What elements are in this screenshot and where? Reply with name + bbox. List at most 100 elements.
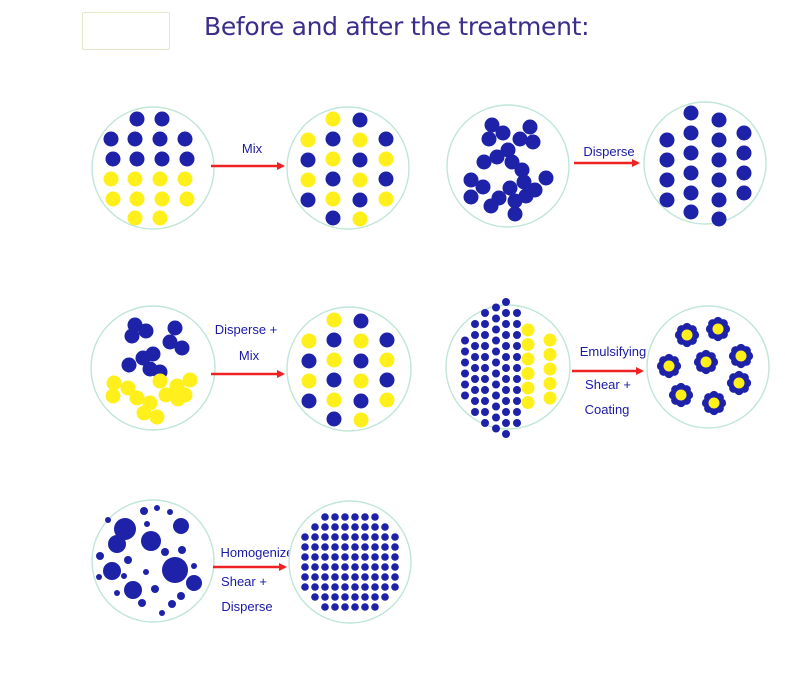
- blue-particle: [311, 573, 319, 581]
- blue-particle: [502, 397, 510, 405]
- dots-mix-before: [103, 111, 195, 226]
- blue-particle: [144, 521, 150, 527]
- blue-particle: [321, 513, 329, 521]
- label-mix-line-1: Mix: [242, 141, 263, 156]
- yellow-particle: [179, 191, 195, 207]
- blue-particle: [391, 583, 399, 591]
- blue-particle: [461, 358, 469, 367]
- blue-particle: [371, 513, 379, 521]
- blue-particle: [504, 154, 520, 170]
- blue-particle: [659, 172, 675, 188]
- blue-particle: [502, 320, 510, 328]
- blue-particle: [381, 573, 389, 581]
- blue-particle: [492, 413, 500, 422]
- blue-particle: [513, 364, 521, 372]
- blue-particle: [325, 210, 341, 226]
- blue-particle: [124, 328, 140, 344]
- blue-particle: [502, 298, 510, 306]
- blue-particle: [371, 553, 379, 561]
- blue-particle: [351, 583, 359, 591]
- blue-particle: [361, 543, 369, 551]
- blue-particle: [381, 533, 389, 541]
- blue-particle: [141, 531, 161, 551]
- yellow-particle: [326, 352, 342, 368]
- blue-particle: [516, 174, 532, 190]
- dots-disperse-mix-after: [301, 312, 395, 428]
- yellow-particle: [353, 333, 369, 349]
- after-circle-mix: [286, 106, 410, 230]
- blue-particle: [168, 600, 176, 608]
- blue-particle: [683, 185, 699, 201]
- yellow-particle: [158, 387, 174, 403]
- yellow-particle: [152, 171, 168, 187]
- dots-disperse-after: [659, 105, 752, 227]
- blue-particle: [538, 170, 554, 186]
- dots-homogenize-after: [301, 513, 399, 611]
- blue-particle: [351, 513, 359, 521]
- blue-particle: [481, 131, 497, 147]
- blue-particle: [105, 517, 111, 523]
- blue-particle: [191, 563, 197, 569]
- blue-particle: [301, 553, 309, 561]
- blue-particle: [502, 180, 518, 196]
- blue-particle: [325, 171, 341, 187]
- blue-particle: [321, 603, 329, 611]
- blue-particle: [353, 353, 369, 369]
- blue-particle: [331, 513, 339, 521]
- blue-particle: [96, 552, 104, 560]
- yellow-particle: [301, 373, 317, 389]
- blue-particle: [301, 393, 317, 409]
- label-homogenize-line-2: Shear +: [221, 574, 267, 589]
- blue-particle: [138, 599, 146, 607]
- blue-particle: [321, 583, 329, 591]
- blue-particle: [351, 523, 359, 531]
- blue-particle: [331, 583, 339, 591]
- blue-particle: [321, 563, 329, 571]
- blue-particle: [471, 408, 479, 416]
- blue-particle: [321, 593, 329, 601]
- blue-particle: [391, 563, 399, 571]
- blue-particle: [502, 408, 510, 416]
- blue-particle: [381, 553, 389, 561]
- label-emulsifying-line-3: Coating: [585, 402, 630, 417]
- blue-particle: [736, 185, 752, 201]
- blue-particle: [162, 557, 188, 583]
- blue-particle: [361, 533, 369, 541]
- blue-particle: [522, 119, 538, 135]
- blue-particle: [471, 375, 479, 383]
- blue-particle: [161, 548, 169, 556]
- blue-particle: [461, 369, 469, 378]
- dots-disperse-before: [463, 117, 554, 222]
- blue-particle: [371, 543, 379, 551]
- blue-particle: [659, 192, 675, 208]
- blue-particle: [138, 323, 154, 339]
- blue-particle: [341, 513, 349, 521]
- blue-particle: [371, 533, 379, 541]
- blue-particle: [114, 518, 136, 540]
- blue-particle: [481, 386, 489, 394]
- blue-particle: [502, 375, 510, 383]
- blue-particle: [513, 353, 521, 361]
- blue-particle: [391, 573, 399, 581]
- blue-particle: [341, 563, 349, 571]
- dots-homogenize-before: [96, 505, 202, 616]
- yellow-particle: [352, 132, 368, 148]
- blue-particle: [154, 111, 170, 127]
- blue-particle: [378, 131, 394, 147]
- yellow-particle: [521, 381, 535, 395]
- blue-particle: [179, 151, 195, 167]
- blue-particle: [301, 533, 309, 541]
- blue-particle: [736, 165, 752, 181]
- core-droplet: [700, 356, 712, 368]
- blue-particle: [341, 553, 349, 561]
- blue-particle: [331, 573, 339, 581]
- blue-particle: [331, 553, 339, 561]
- yellow-particle: [325, 191, 341, 207]
- blue-particle: [301, 543, 309, 551]
- blue-particle: [371, 563, 379, 571]
- yellow-particle: [521, 367, 535, 380]
- label-disperse-line-1: Disperse: [583, 144, 634, 159]
- blue-particle: [341, 573, 349, 581]
- blue-particle: [481, 408, 489, 416]
- blue-particle: [683, 165, 699, 181]
